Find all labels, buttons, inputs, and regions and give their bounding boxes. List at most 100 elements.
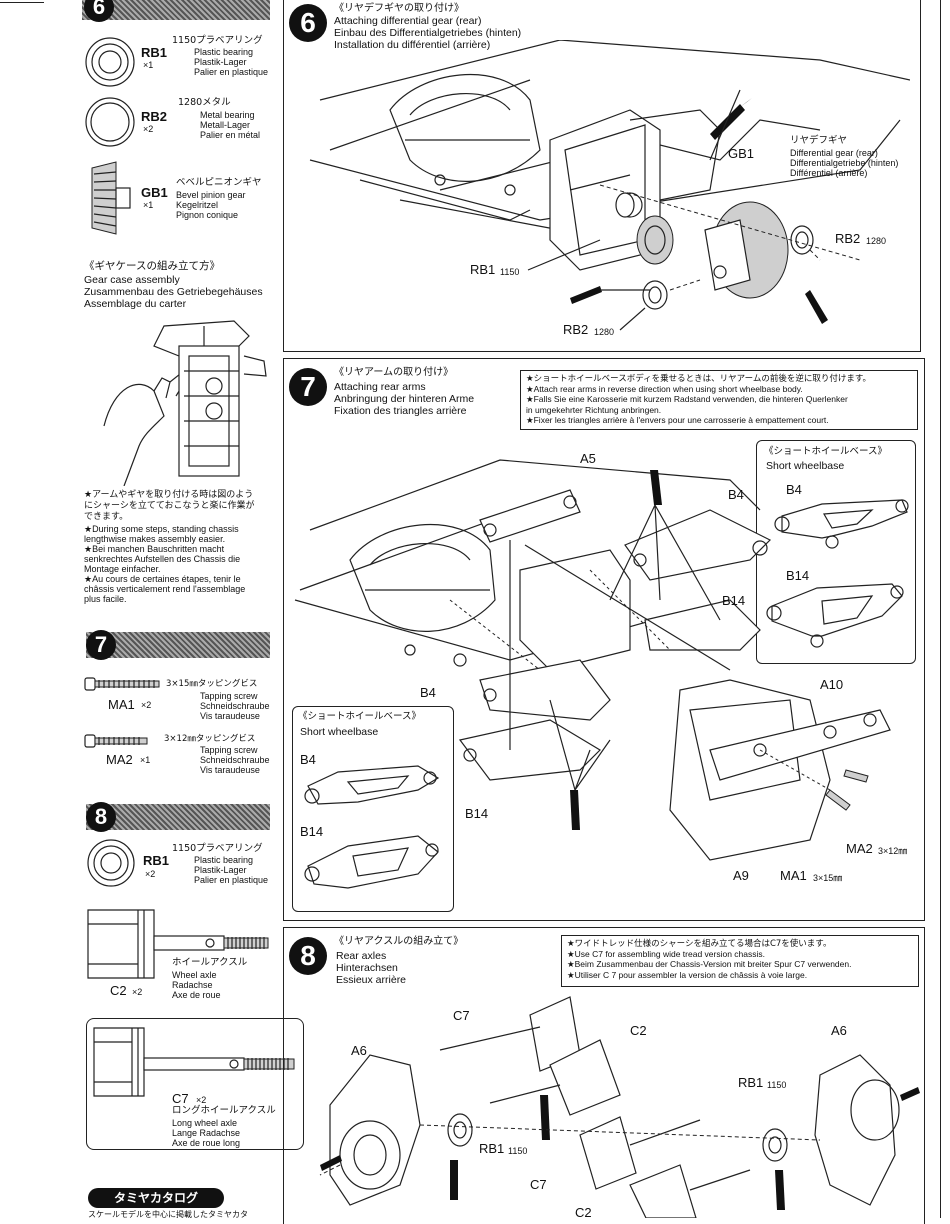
standing-chassis-tip-10: châssis verticalement rend l'assemblage bbox=[84, 584, 246, 594]
step8-c2-desc1: Wheel axle bbox=[172, 970, 217, 980]
catalog-title: タミヤカタログ bbox=[88, 1188, 224, 1208]
short-wb-left-arms-diagram bbox=[304, 765, 440, 889]
short-wb-left-b4: B4 bbox=[300, 752, 316, 767]
step8-rb1-desc3: Palier en plastique bbox=[194, 875, 269, 885]
step6-gb1-code: GB1 bbox=[141, 185, 168, 200]
step7-ma1-desc1: Tapping screw bbox=[200, 691, 258, 701]
short-wb-right-arms-diagram bbox=[766, 499, 909, 648]
step6-rb1-qty: ×1 bbox=[143, 60, 154, 70]
step7-ma2-desc3: Vis taraudeuse bbox=[200, 765, 260, 775]
label-c7-lower: C7 bbox=[530, 1177, 547, 1192]
label-rb2-bottom-num: 1280 bbox=[594, 327, 615, 337]
step6-panel bbox=[283, 0, 921, 352]
label-b4-upper: B4 bbox=[728, 487, 744, 502]
label-c7-upper: C7 bbox=[453, 1008, 470, 1023]
step8-title-jp: 《リヤアクスルの組み立て》 bbox=[334, 936, 464, 947]
step8-note-line1: ★ワイドトレッド仕様のシャーシを組み立てる場合はC7を使います。 bbox=[567, 939, 832, 949]
step6-parts-number: 6 bbox=[84, 0, 114, 22]
step7-ma1-jp: 3×15㎜タッピングビス bbox=[166, 679, 258, 689]
step7-title-en: Attaching rear arms bbox=[334, 381, 426, 393]
gearcase-title-de: Zusammenbau des Getriebegehäuses bbox=[84, 286, 263, 298]
step7-note-line4: in umgekehrter Richtung anbringen. bbox=[526, 404, 662, 415]
rear-differential-assembly-diagram bbox=[309, 40, 910, 331]
catalog-subtitle: スケールモデルを中心に掲載したタミヤカタ bbox=[88, 1210, 248, 1219]
wheel-axle-c2-icon bbox=[87, 909, 269, 979]
gearcase-title-jp: 《ギヤケースの組み立て方》 bbox=[84, 260, 220, 272]
long-wheel-axle-box bbox=[86, 1018, 304, 1150]
label-b4-lower: B4 bbox=[420, 685, 436, 700]
step6-rb1-desc3: Palier en plastique bbox=[194, 67, 269, 77]
step7-title-de: Anbringung der hinteren Arme bbox=[334, 393, 475, 405]
step8-c7-jp: ロングホイールアクスル bbox=[172, 1105, 276, 1116]
rear-arm-attachment-diagram bbox=[294, 459, 891, 861]
step8-title-fr: Essieux arrière bbox=[336, 974, 407, 986]
label-c2-upper: C2 bbox=[630, 1023, 647, 1038]
step8-c7-desc3: Axe de roue long bbox=[172, 1138, 241, 1148]
step7-ma1-qty: ×2 bbox=[141, 700, 152, 710]
short-wb-right-b4: B4 bbox=[786, 482, 802, 497]
diff-callout-en: Differential gear (rear) bbox=[790, 148, 878, 158]
label-rb1-step6-num: 1150 bbox=[500, 267, 520, 277]
standing-chassis-tip-9: ★Au cours de certaines étapes, tenir le bbox=[84, 574, 241, 584]
label-a5: A5 bbox=[580, 451, 596, 466]
step8-c7-desc2: Lange Radachse bbox=[172, 1128, 241, 1138]
left-edge-rule bbox=[0, 2, 44, 3]
short-wb-right-title-en: Short wheelbase bbox=[766, 460, 845, 472]
step8-c7-desc1: Long wheel axle bbox=[172, 1118, 238, 1128]
standing-chassis-tip-5: lengthwise makes assembly easier. bbox=[84, 534, 226, 544]
step7-ma2-jp: 3×12㎜タッピングビス bbox=[164, 734, 256, 744]
step8-c2-qty: ×2 bbox=[132, 987, 143, 997]
label-ma2-size: 3×12㎜ bbox=[878, 846, 908, 856]
step7-panel bbox=[283, 358, 925, 921]
gearcase-title-en: Gear case assembly bbox=[84, 274, 180, 286]
standing-chassis-tip-2: にシャーシを立てておこなうと楽に作業が bbox=[84, 501, 255, 511]
label-b14-lower: B14 bbox=[465, 806, 489, 821]
step8-note-line3: ★Beim Zusammenbau der Chassis-Version mi… bbox=[567, 959, 852, 970]
tapping-screw-15mm-icon bbox=[84, 677, 160, 691]
step6-parts-bar bbox=[82, 0, 270, 20]
label-a6-right: A6 bbox=[831, 1023, 847, 1038]
step8-rb1-code: RB1 bbox=[143, 853, 170, 868]
step6-title-fr: Installation du différentiel (arrière) bbox=[334, 39, 491, 51]
label-ma2: MA2 bbox=[846, 841, 873, 856]
step6-gb1-desc3: Pignon conique bbox=[176, 210, 239, 220]
step8-panel bbox=[283, 927, 925, 1224]
step6-rb2-qty: ×2 bbox=[143, 124, 154, 134]
step7-parts-bar bbox=[86, 632, 270, 658]
step6-rb2-jp: 1280メタル bbox=[178, 97, 231, 108]
step6-number: 6 bbox=[289, 4, 327, 42]
label-a9: A9 bbox=[733, 868, 749, 883]
label-ma1-size: 3×15㎜ bbox=[813, 873, 843, 883]
label-rb1-step8-right-num: 1150 bbox=[767, 1080, 787, 1090]
step6-gb1-jp: ベベルピニオンギヤ bbox=[176, 177, 262, 188]
label-ma1: MA1 bbox=[780, 868, 807, 883]
step8-rb1-jp: 1150プラベアリング bbox=[172, 843, 263, 854]
label-rb1-step8-right: RB1 bbox=[738, 1075, 764, 1090]
rb2-bearing-icon bbox=[85, 97, 135, 147]
step6-rb2-desc2: Metall-Lager bbox=[200, 120, 251, 130]
short-wb-left-title-en: Short wheelbase bbox=[300, 726, 379, 738]
step6-title-jp: 《リヤデフギヤの取り付け》 bbox=[334, 3, 464, 14]
rear-axle-assembly-diagram bbox=[319, 996, 920, 1218]
step7-title-jp: 《リヤアームの取り付け》 bbox=[334, 367, 454, 378]
step8-c2-code: C2 bbox=[110, 983, 127, 998]
label-rb2-right: RB2 bbox=[835, 231, 861, 246]
step7-note-line1: ★ショートホイールベースボディを乗せるときは、リヤアームの前後を逆に取り付けます… bbox=[526, 374, 871, 384]
step8-parts-number: 8 bbox=[86, 802, 116, 832]
standing-chassis-tip-6: ★Bei manchen Bauschritten macht bbox=[84, 544, 225, 554]
step7-parts-number: 7 bbox=[86, 630, 116, 660]
label-rb1-step8-left: RB1 bbox=[479, 1141, 505, 1156]
step8-title-en: Rear axles bbox=[336, 950, 387, 962]
label-rb1-step8-left-num: 1150 bbox=[508, 1146, 528, 1156]
label-b14-upper: B14 bbox=[722, 593, 746, 608]
step8-note-line4: ★Utiliser C 7 pour assembler la version … bbox=[567, 969, 808, 980]
step8-wide-tread-note: ★ワイドトレッド仕様のシャーシを組み立てる場合はC7を使います。 ★Use C7… bbox=[561, 935, 919, 987]
short-wb-right-b14: B14 bbox=[786, 568, 810, 583]
label-a10: A10 bbox=[820, 677, 844, 692]
step8-c2-jp: ホイールアクスル bbox=[172, 957, 248, 968]
label-c2-lower: C2 bbox=[575, 1205, 592, 1220]
step7-ma2-code: MA2 bbox=[106, 752, 133, 767]
hand-holding-chassis-illustration bbox=[103, 320, 267, 486]
standing-chassis-tip-1: ★アームやギヤを取り付ける時は図のよう bbox=[84, 490, 254, 500]
step8-number: 8 bbox=[289, 937, 327, 975]
